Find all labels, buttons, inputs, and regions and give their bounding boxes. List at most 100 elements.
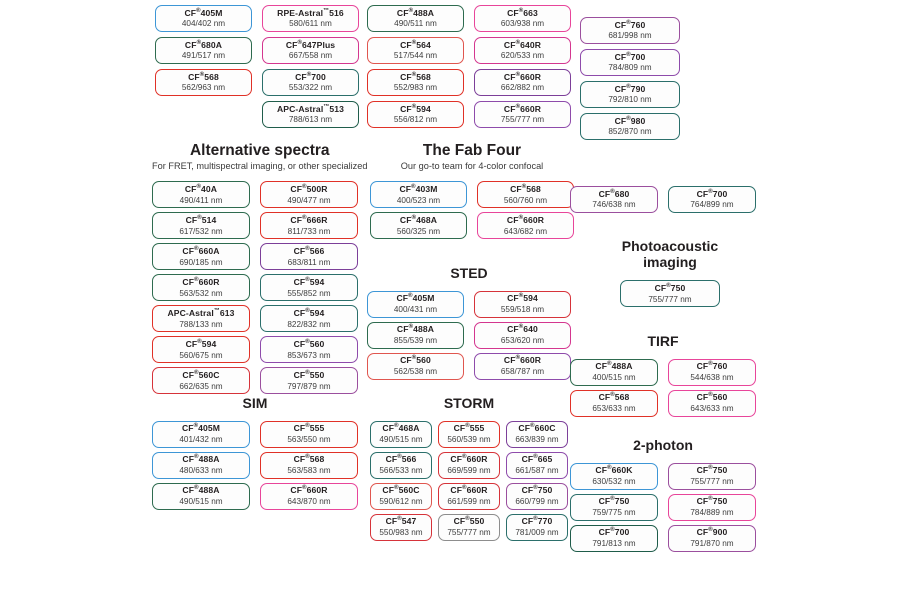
trademark-symbol: ® bbox=[411, 355, 417, 362]
dye-name: CF®666R bbox=[290, 214, 328, 225]
trademark-symbol: ™ bbox=[323, 7, 330, 14]
dye-spectra: 603/938 nm bbox=[500, 19, 545, 29]
trademark-symbol: ® bbox=[408, 324, 414, 331]
trademark-symbol: ® bbox=[515, 39, 521, 46]
dye-name: CF®514 bbox=[185, 214, 217, 225]
dye-spectra: 643/682 nm bbox=[503, 226, 548, 236]
dye-spectra: 784/889 nm bbox=[690, 508, 734, 518]
trademark-symbol: ® bbox=[610, 392, 615, 399]
trademark-symbol: ® bbox=[194, 277, 199, 284]
dye-name: CF®750 bbox=[598, 496, 630, 507]
dye-spectra: 556/812 nm bbox=[393, 115, 438, 125]
dye-spectra: 517/544 nm bbox=[393, 51, 438, 61]
dye-name: CF®568 bbox=[293, 454, 325, 465]
group-title-photoacoustic: Photoacoustic imaging bbox=[621, 238, 719, 271]
dye-name: CF®568 bbox=[400, 71, 431, 82]
trademark-symbol: ® bbox=[518, 293, 524, 300]
dye-spectra: 562/538 nm bbox=[393, 367, 438, 377]
dye-name: CF®568 bbox=[188, 71, 219, 82]
dye-spectra: 797/879 nm bbox=[287, 381, 331, 391]
dye-spectra: 617/532 nm bbox=[179, 226, 223, 236]
